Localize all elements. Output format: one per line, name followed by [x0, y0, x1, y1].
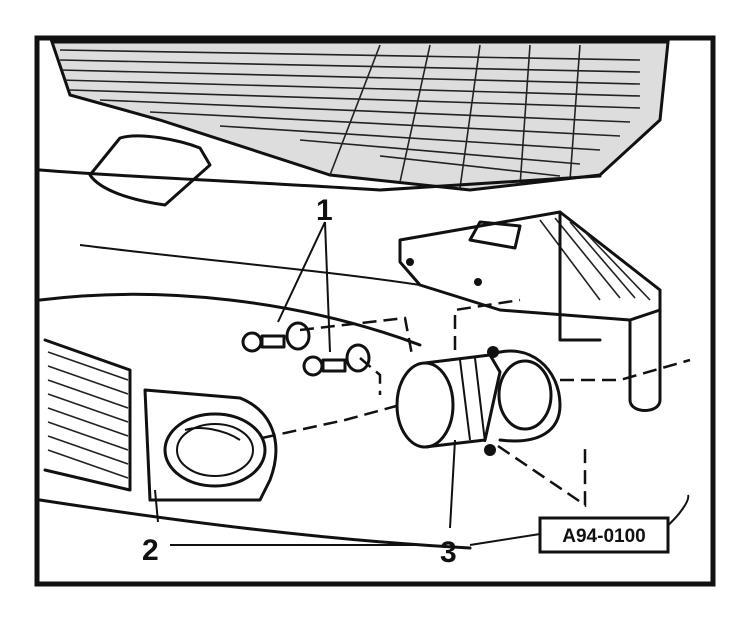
- callout-3: 3: [440, 536, 457, 569]
- bumper-crease: [79, 244, 421, 286]
- leader-2: [154, 489, 420, 546]
- mounting-bracket: [398, 210, 662, 412]
- bumper-upper-edge: [38, 168, 602, 192]
- bumper-contour: [38, 292, 422, 347]
- lower-grille: [43, 338, 132, 492]
- leader-1: [277, 221, 331, 353]
- callout-2: 2: [142, 534, 159, 567]
- headlight-hatching: [49, 40, 670, 192]
- callout-1: 1: [316, 194, 333, 227]
- washer-nozzle-cover: [88, 134, 212, 207]
- reference-code-box: A94-0100: [538, 516, 670, 554]
- mounting-screws: [241, 321, 371, 377]
- reference-code: A94-0100: [562, 526, 645, 547]
- assembly-dash-lines: [261, 298, 691, 508]
